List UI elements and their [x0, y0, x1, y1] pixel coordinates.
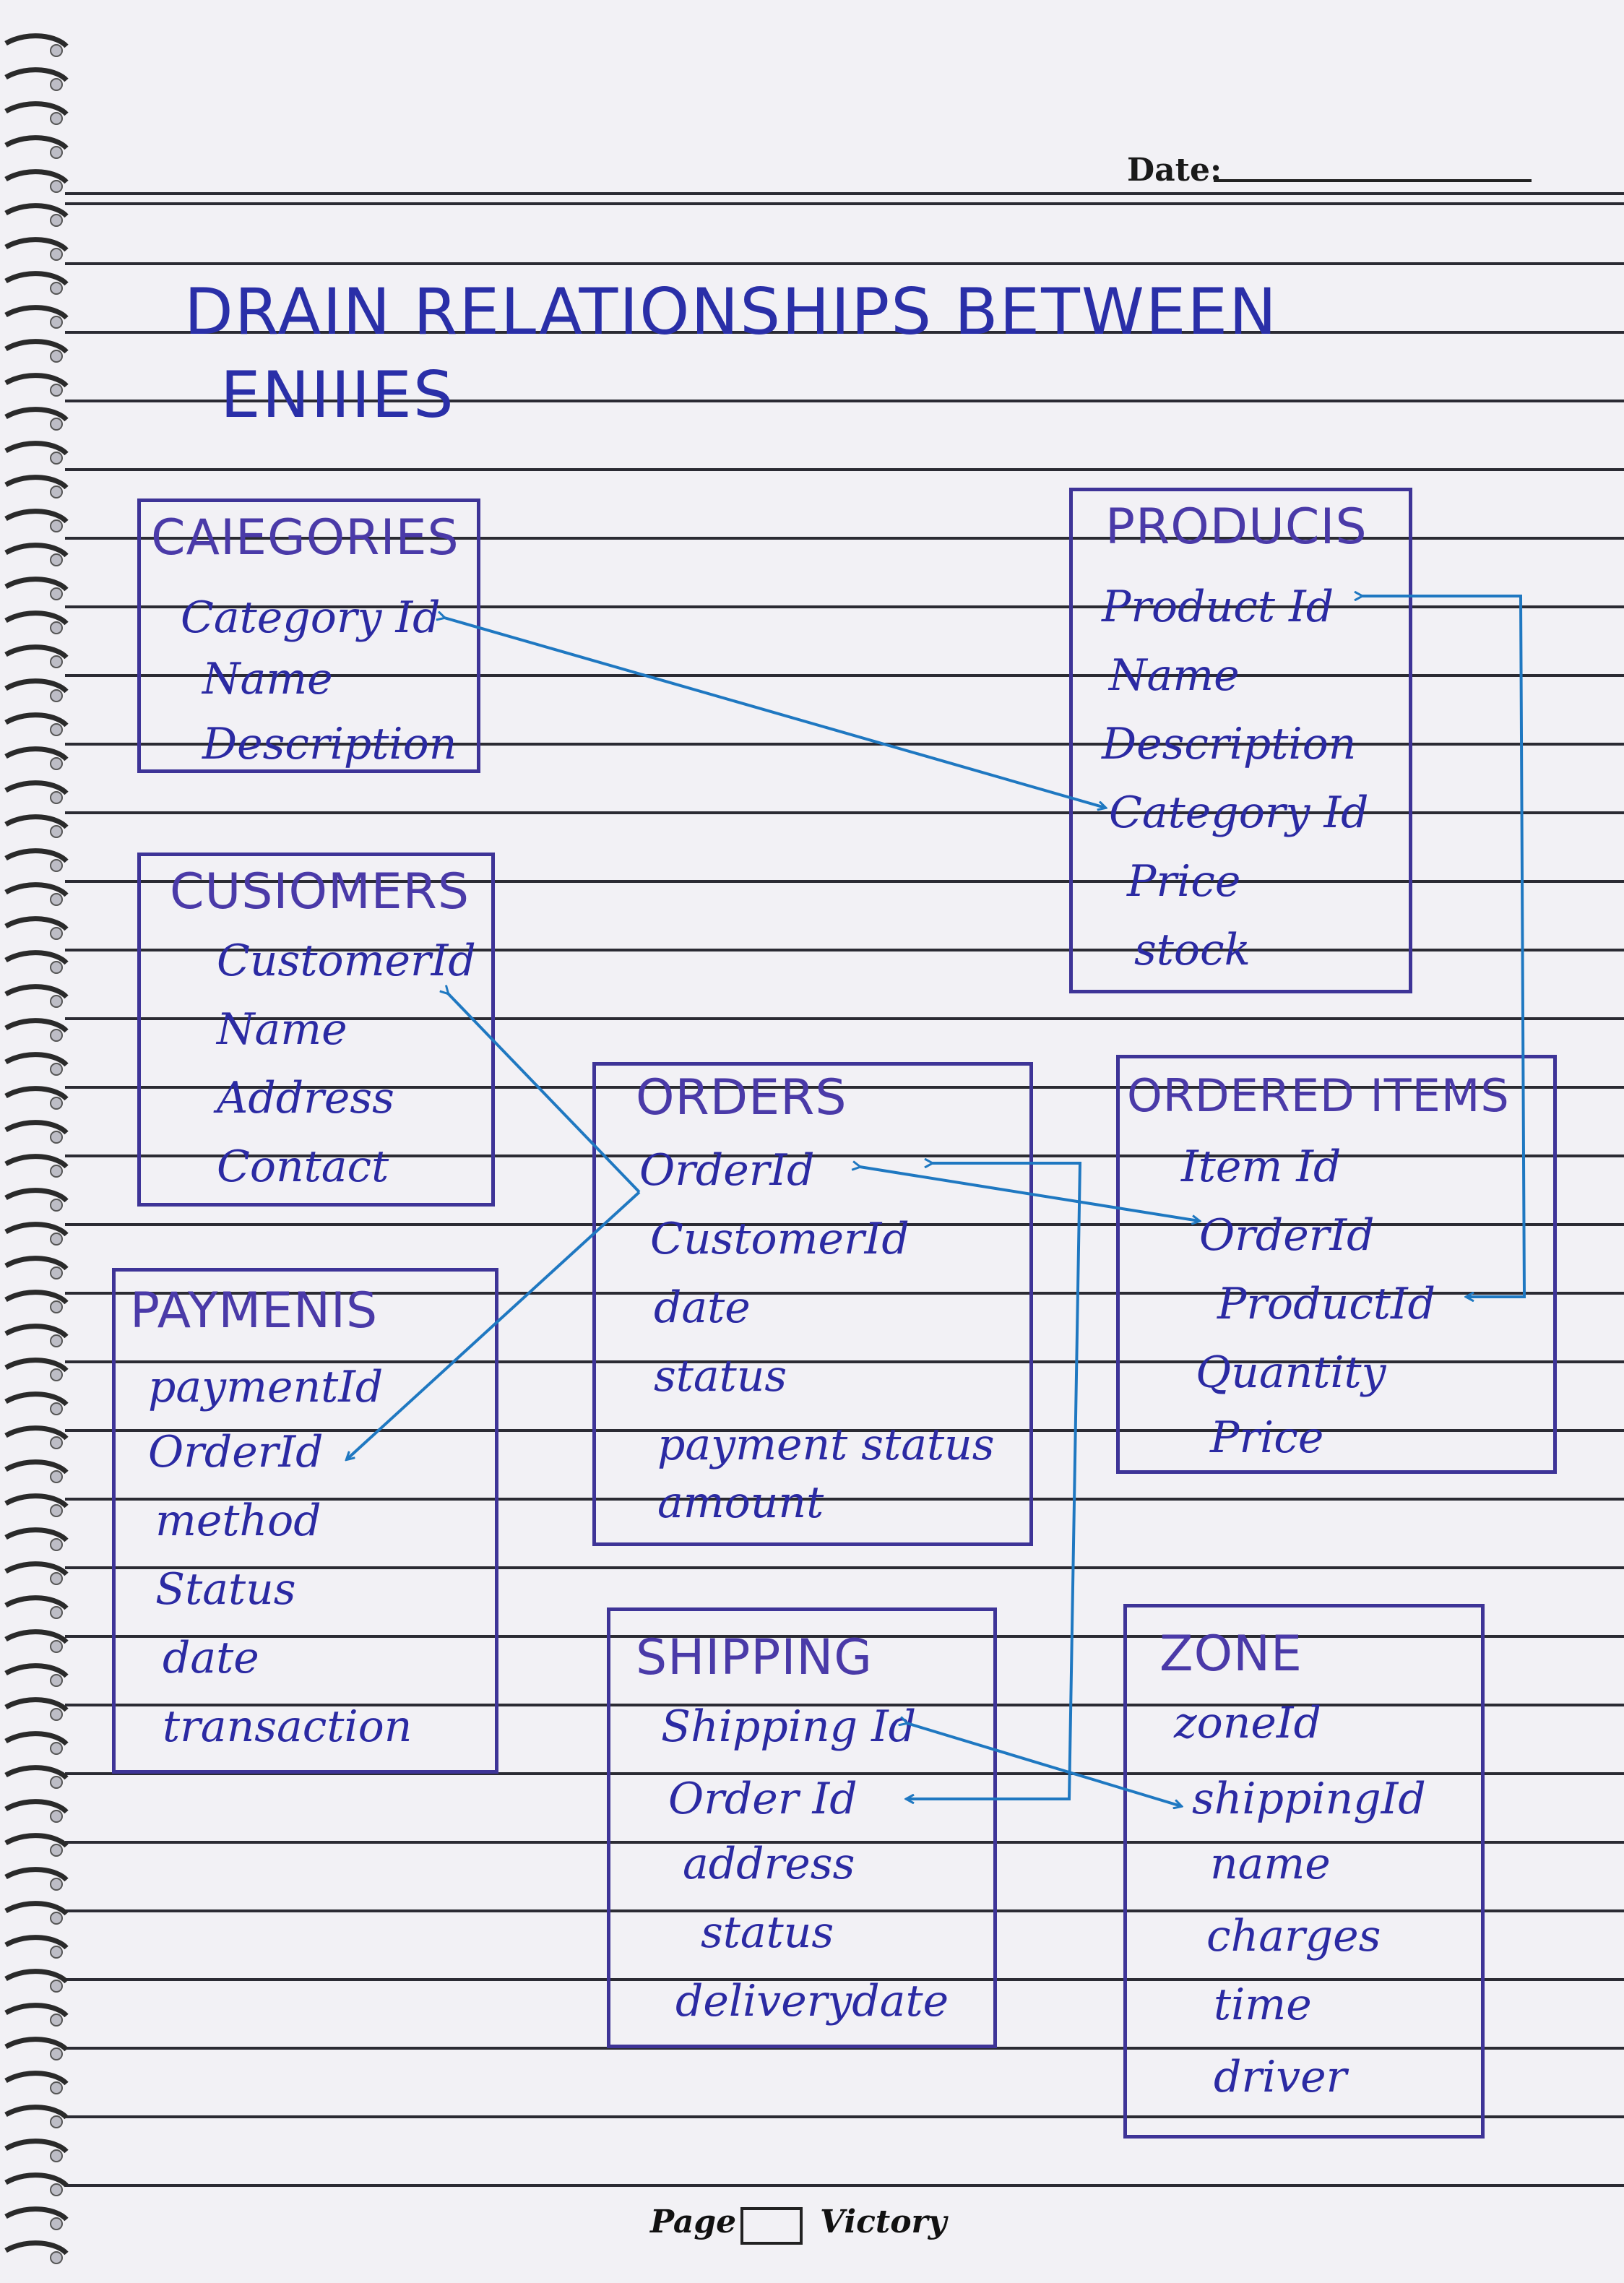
field-name: Name: [217, 1004, 347, 1055]
field-status: Status: [155, 1564, 296, 1615]
field-name: Name: [202, 654, 333, 704]
field-category-id: Category Id: [1109, 787, 1369, 838]
field-order-id: OrderId: [1199, 1210, 1375, 1261]
field-name: name: [1210, 1839, 1331, 1889]
arrow-shipping-zone: [907, 1723, 1181, 1806]
field-shipping-id: Shipping Id: [661, 1701, 917, 1752]
field-transaction: transaction: [163, 1701, 413, 1752]
entity-zone: ZONE zoneId shippingId name charges time…: [1123, 1604, 1485, 2139]
entity-title: CUSIOMERS: [170, 863, 470, 920]
page-title-line2: ENIIIES: [220, 358, 455, 432]
entity-title: PRODUCIS: [1105, 499, 1368, 556]
field-method: method: [155, 1496, 321, 1546]
field-name: Name: [1109, 650, 1240, 701]
field-order-id: OrderId: [148, 1427, 324, 1477]
footer-page-label: Page: [650, 2204, 737, 2240]
field-delivery-date: deliverydate: [675, 1976, 949, 2027]
field-amount: amount: [657, 1477, 824, 1528]
arrow-orders-payments: [347, 1191, 641, 1459]
entity-title: PAYMENIS: [130, 1282, 379, 1339]
date-label: Date:: [1127, 152, 1222, 189]
field-payment-id: paymentId: [148, 1362, 384, 1412]
field-order-id: Order Id: [668, 1774, 858, 1824]
arrow-customers-payments: [448, 993, 641, 1194]
field-shipping-id: shippingId: [1192, 1774, 1426, 1824]
entity-shipping: SHIPPING Shipping Id Order Id address st…: [607, 1607, 997, 2048]
field-status: status: [701, 1907, 834, 1958]
field-price: Price: [1210, 1412, 1324, 1463]
arrow-categories-products: [444, 618, 1105, 808]
field-time: time: [1214, 1980, 1312, 2030]
field-product-id: Product Id: [1102, 582, 1334, 632]
field-order-id: OrderId: [639, 1145, 815, 1196]
field-status: status: [654, 1351, 787, 1402]
field-date: date: [654, 1282, 751, 1333]
entity-orders: ORDERS OrderId CustomerId date status pa…: [592, 1062, 1033, 1546]
entity-title: SHIPPING: [636, 1629, 873, 1686]
arrow-orders-ordered-items: [860, 1167, 1199, 1221]
arrow-orders-shipping: [907, 1163, 1082, 1799]
page-title-line1: DRAIN RELATIONSHIPS BETWEEN: [184, 275, 1278, 349]
field-charges: charges: [1206, 1911, 1381, 1962]
arrow-products-ordered-items: [1362, 596, 1526, 1297]
field-payment-status: payment status: [657, 1420, 995, 1470]
spiral-binding: [4, 33, 69, 2264]
entity-customers: CUSIOMERS CustomerId Name Address Contac…: [137, 853, 495, 1207]
field-description: Description: [202, 719, 457, 769]
field-item-id: Item Id: [1181, 1142, 1342, 1192]
entity-payments: PAYMENIS paymentId OrderId method Status…: [112, 1268, 498, 1774]
entity-title: ORDERS: [636, 1069, 847, 1126]
field-customer-id: CustomerId: [217, 936, 476, 986]
page-number-box: [740, 2207, 803, 2245]
entity-title: CAIEGORIES: [151, 509, 459, 566]
field-address: Address: [217, 1073, 394, 1123]
entity-title: ZONE: [1159, 1626, 1303, 1683]
field-date: date: [163, 1633, 259, 1683]
field-stock: stock: [1134, 925, 1251, 975]
field-contact: Contact: [217, 1142, 389, 1192]
field-quantity: Quantity: [1196, 1347, 1386, 1398]
field-description: Description: [1102, 719, 1357, 769]
field-address: address: [683, 1839, 855, 1889]
footer-brand: Victory: [820, 2204, 947, 2240]
field-price: Price: [1127, 856, 1241, 907]
date-line: [1214, 179, 1532, 182]
field-zone-id: zoneId: [1174, 1698, 1321, 1748]
field-category-id: Category Id: [181, 592, 441, 643]
field-driver: driver: [1214, 2052, 1347, 2102]
